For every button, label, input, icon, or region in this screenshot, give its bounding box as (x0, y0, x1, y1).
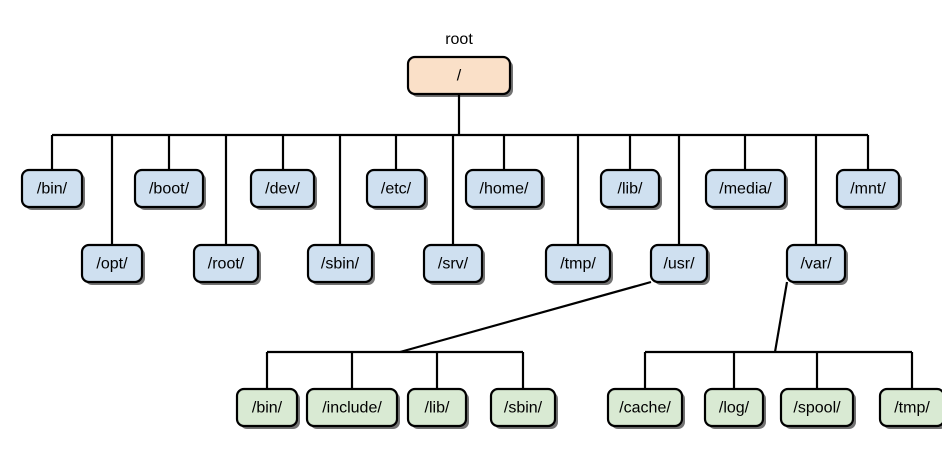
node-root-box[interactable] (406, 55, 512, 96)
node-level1-13[interactable]: /var/ (785, 243, 848, 285)
node-root-label: / (457, 68, 462, 85)
node-var-child-3-box[interactable] (878, 387, 942, 428)
node-level1-1-label: /opt/ (96, 256, 128, 273)
node-var-child-3-label: /tmp/ (894, 400, 930, 417)
node-level1-4[interactable]: /dev/ (249, 168, 317, 210)
node-usr-child-1[interactable]: /include/ (305, 387, 400, 429)
node-usr-child-1-box[interactable] (305, 387, 399, 428)
node-level1-0-box[interactable] (20, 168, 84, 209)
node-level1-11-box[interactable] (649, 243, 709, 284)
node-level1-11-label: /usr/ (663, 256, 695, 273)
node-level1-13-label: /var/ (800, 256, 832, 273)
node-level1-8-box[interactable] (464, 168, 544, 209)
node-level1-14[interactable]: /mnt/ (835, 168, 902, 210)
node-level1-9-label: /tmp/ (560, 256, 596, 273)
node-level1-1[interactable]: /opt/ (80, 243, 145, 285)
node-var-child-1-label: /log/ (719, 400, 750, 417)
node-var-child-2[interactable]: /spool/ (779, 387, 856, 429)
node-level1-7-label: /srv/ (438, 256, 469, 273)
node-var-child-3[interactable]: /tmp/ (878, 387, 942, 429)
node-level1-4-box[interactable] (249, 168, 316, 209)
node-level1-5-box[interactable] (306, 243, 374, 284)
node-level1-5[interactable]: /sbin/ (306, 243, 375, 285)
node-var-child-0[interactable]: /cache/ (606, 387, 685, 429)
node-usr-child-0-label: /bin/ (252, 400, 283, 417)
node-level1-8-label: /home/ (480, 181, 529, 198)
node-level1-10[interactable]: /lib/ (599, 168, 662, 210)
node-level1-6[interactable]: /etc/ (365, 168, 428, 210)
node-level1-2-label: /boot/ (149, 181, 190, 198)
node-level1-3-label: /root/ (208, 256, 245, 273)
node-usr-child-2-box[interactable] (406, 387, 468, 428)
node-var-child-2-box[interactable] (779, 387, 855, 428)
node-var-child-1-box[interactable] (703, 387, 765, 428)
node-level1-9-box[interactable] (544, 243, 612, 284)
node-usr-child-3-box[interactable] (489, 387, 557, 428)
node-usr-child-3[interactable]: /sbin/ (489, 387, 558, 429)
root-caption: root (445, 31, 473, 48)
node-level1-2-box[interactable] (133, 168, 205, 209)
node-level1-7-box[interactable] (422, 243, 484, 284)
node-level1-5-label: /sbin/ (321, 256, 360, 273)
node-level1-3[interactable]: /root/ (192, 243, 261, 285)
node-usr-child-2-label: /lib/ (425, 400, 450, 417)
node-var-child-0-label: /cache/ (619, 400, 671, 417)
node-var-child-1[interactable]: /log/ (703, 387, 766, 429)
node-var-child-0-box[interactable] (606, 387, 684, 428)
node-usr-child-1-label: /include/ (322, 400, 382, 417)
node-level1-0-label: /bin/ (37, 181, 68, 198)
node-level1-4-label: /dev/ (265, 181, 300, 198)
node-level1-14-label: /mnt/ (850, 181, 886, 198)
var-diagonal (773, 281, 789, 353)
node-level1-10-box[interactable] (599, 168, 661, 209)
node-level1-6-label: /etc/ (381, 181, 412, 198)
node-usr-child-2[interactable]: /lib/ (406, 387, 469, 429)
node-usr-child-0[interactable]: /bin/ (235, 387, 300, 429)
node-level1-8[interactable]: /home/ (464, 168, 545, 210)
node-level1-3-box[interactable] (192, 243, 260, 284)
usr-diagonal (399, 280, 652, 354)
node-usr-child-0-box[interactable] (235, 387, 299, 428)
node-root[interactable]: / (406, 55, 513, 97)
node-level1-1-box[interactable] (80, 243, 144, 284)
node-usr-child-3-label: /sbin/ (504, 400, 543, 417)
node-var-child-2-label: /spool/ (793, 400, 841, 417)
node-level1-12-box[interactable] (704, 168, 787, 209)
nodes-layer: root/bin/ /opt/ /boot/ /root/ /dev/ /sbin/ /et… (20, 31, 942, 429)
node-level1-14-box[interactable] (835, 168, 901, 209)
node-level1-9[interactable]: /tmp/ (544, 243, 613, 285)
node-level1-12[interactable]: /media/ (704, 168, 788, 210)
node-level1-2[interactable]: /boot/ (133, 168, 206, 210)
node-level1-11[interactable]: /usr/ (649, 243, 710, 285)
node-level1-12-label: /media/ (719, 181, 772, 198)
node-level1-6-box[interactable] (365, 168, 427, 209)
node-level1-10-label: /lib/ (618, 181, 643, 198)
node-level1-7[interactable]: /srv/ (422, 243, 485, 285)
node-level1-13-box[interactable] (785, 243, 847, 284)
node-level1-0[interactable]: /bin/ (20, 168, 85, 210)
edges-layer (50, 94, 914, 389)
